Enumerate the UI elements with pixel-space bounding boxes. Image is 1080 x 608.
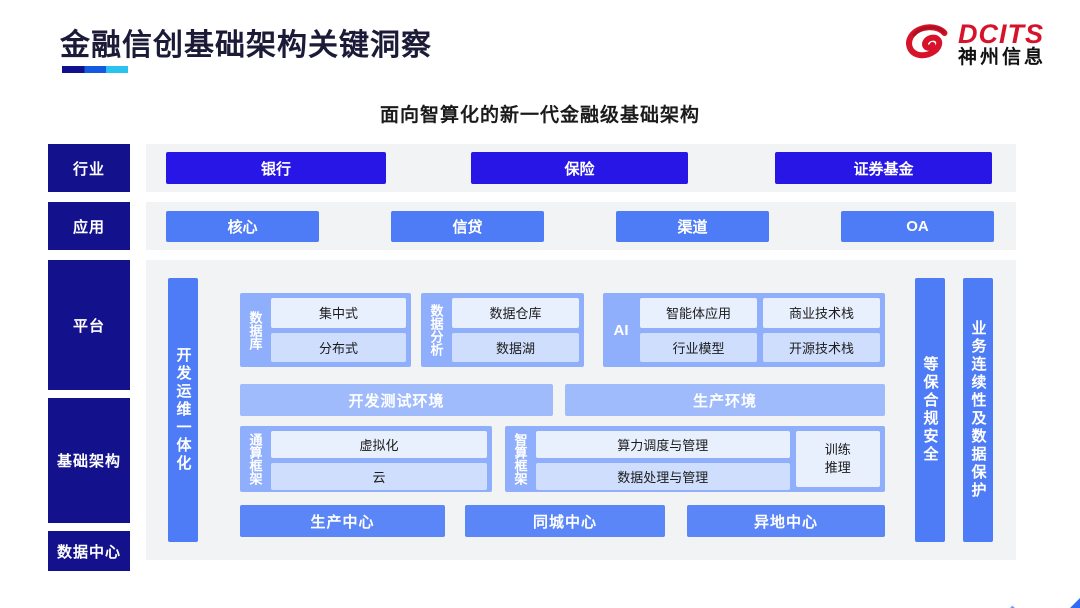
smart-compute-aside-train-infer[interactable]: 训练 推理 — [795, 431, 880, 487]
rail-label-industry: 行业 — [48, 144, 130, 192]
analytics-item-data-warehouse[interactable]: 数据仓库 — [452, 298, 579, 328]
application-chip-channel[interactable]: 渠道 — [616, 211, 769, 242]
devops-vertical-bar-label: 开发运维一体化 — [174, 347, 192, 473]
group-ai-tag: AI — [613, 321, 629, 339]
group-data-analytics[interactable]: 数据分析 数据仓库 数据湖 — [421, 293, 584, 367]
industry-chip-securities-fund[interactable]: 证券基金 — [775, 152, 992, 184]
smart-compute-aside-line2: 推理 — [824, 460, 851, 475]
database-item-distributed[interactable]: 分布式 — [271, 332, 406, 362]
title-underline-rule — [62, 66, 128, 73]
database-item-centralized[interactable]: 集中式 — [271, 298, 406, 328]
analytics-item-data-lake[interactable]: 数据湖 — [452, 332, 579, 362]
rail-label-datacenter: 数据中心 — [48, 531, 130, 571]
industry-chip-bank[interactable]: 银行 — [166, 152, 386, 184]
diagram-subtitle: 面向智算化的新一代金融级基础架构 — [379, 105, 700, 126]
rail-label-application: 应用 — [48, 202, 130, 250]
logo-text-en: DCITS — [957, 19, 1044, 49]
rail-label-infrastructure: 基础架构 — [48, 398, 130, 523]
group-data-analytics-tag: 数据分析 — [428, 304, 444, 356]
group-smart-compute-framework[interactable]: 智算框架 算力调度与管理 数据处理与管理 训练 推理 — [505, 426, 885, 492]
env-bar-production[interactable]: 生产环境 — [565, 384, 885, 416]
brand-logo: DCITS 神州信息 — [904, 20, 1046, 68]
logo-text-cn: 神州信息 — [957, 47, 1046, 69]
ai-item-opensource-stack[interactable]: 开源技术栈 — [763, 332, 880, 362]
industry-chip-insurance[interactable]: 保险 — [471, 152, 688, 184]
group-database-tag: 数据库 — [247, 310, 263, 350]
group-database[interactable]: 数据库 集中式 分布式 — [240, 293, 411, 367]
ai-item-agent-application[interactable]: 智能体应用 — [640, 298, 757, 328]
smart-compute-item-data-processing[interactable]: 数据处理与管理 — [536, 463, 790, 490]
group-general-compute-tag: 通算框架 — [247, 433, 263, 485]
page-title: 金融信创基础架构关键洞察 — [60, 29, 432, 62]
group-ai[interactable]: AI 智能体应用 行业模型 商业技术栈 开源技术栈 — [603, 293, 885, 367]
sidebar-compliance-security[interactable]: 等保合规安全 — [915, 278, 945, 542]
rail-label-platform: 平台 — [48, 260, 130, 390]
smart-compute-aside-line1: 训练 — [824, 441, 851, 457]
application-chip-core[interactable]: 核心 — [166, 211, 319, 242]
application-chip-oa[interactable]: OA — [841, 211, 994, 242]
general-compute-item-cloud[interactable]: 云 — [271, 463, 487, 490]
group-smart-compute-tag: 智算框架 — [512, 433, 528, 485]
sidebar-business-continuity[interactable]: 业务连续性及数据保护 — [963, 278, 993, 542]
center-bar-same-city[interactable]: 同城中心 — [465, 505, 665, 537]
center-bar-production[interactable]: 生产中心 — [240, 505, 445, 537]
application-chip-credit[interactable]: 信贷 — [391, 211, 544, 242]
smart-compute-item-compute-scheduling[interactable]: 算力调度与管理 — [536, 431, 790, 458]
ai-item-industry-model[interactable]: 行业模型 — [640, 332, 757, 362]
group-general-compute-framework[interactable]: 通算框架 虚拟化 云 — [240, 426, 492, 492]
sidebar-compliance-security-label: 等保合规安全 — [921, 356, 939, 464]
center-bar-remote[interactable]: 异地中心 — [687, 505, 885, 537]
env-bar-dev-test[interactable]: 开发测试环境 — [240, 384, 553, 416]
devops-vertical-bar[interactable]: 开发运维一体化 — [168, 278, 198, 542]
dcits-swirl-icon — [904, 21, 950, 67]
sidebar-business-continuity-label: 业务连续性及数据保护 — [969, 320, 987, 500]
general-compute-item-virtualization[interactable]: 虚拟化 — [271, 431, 487, 458]
ai-item-commercial-stack[interactable]: 商业技术栈 — [763, 298, 880, 328]
